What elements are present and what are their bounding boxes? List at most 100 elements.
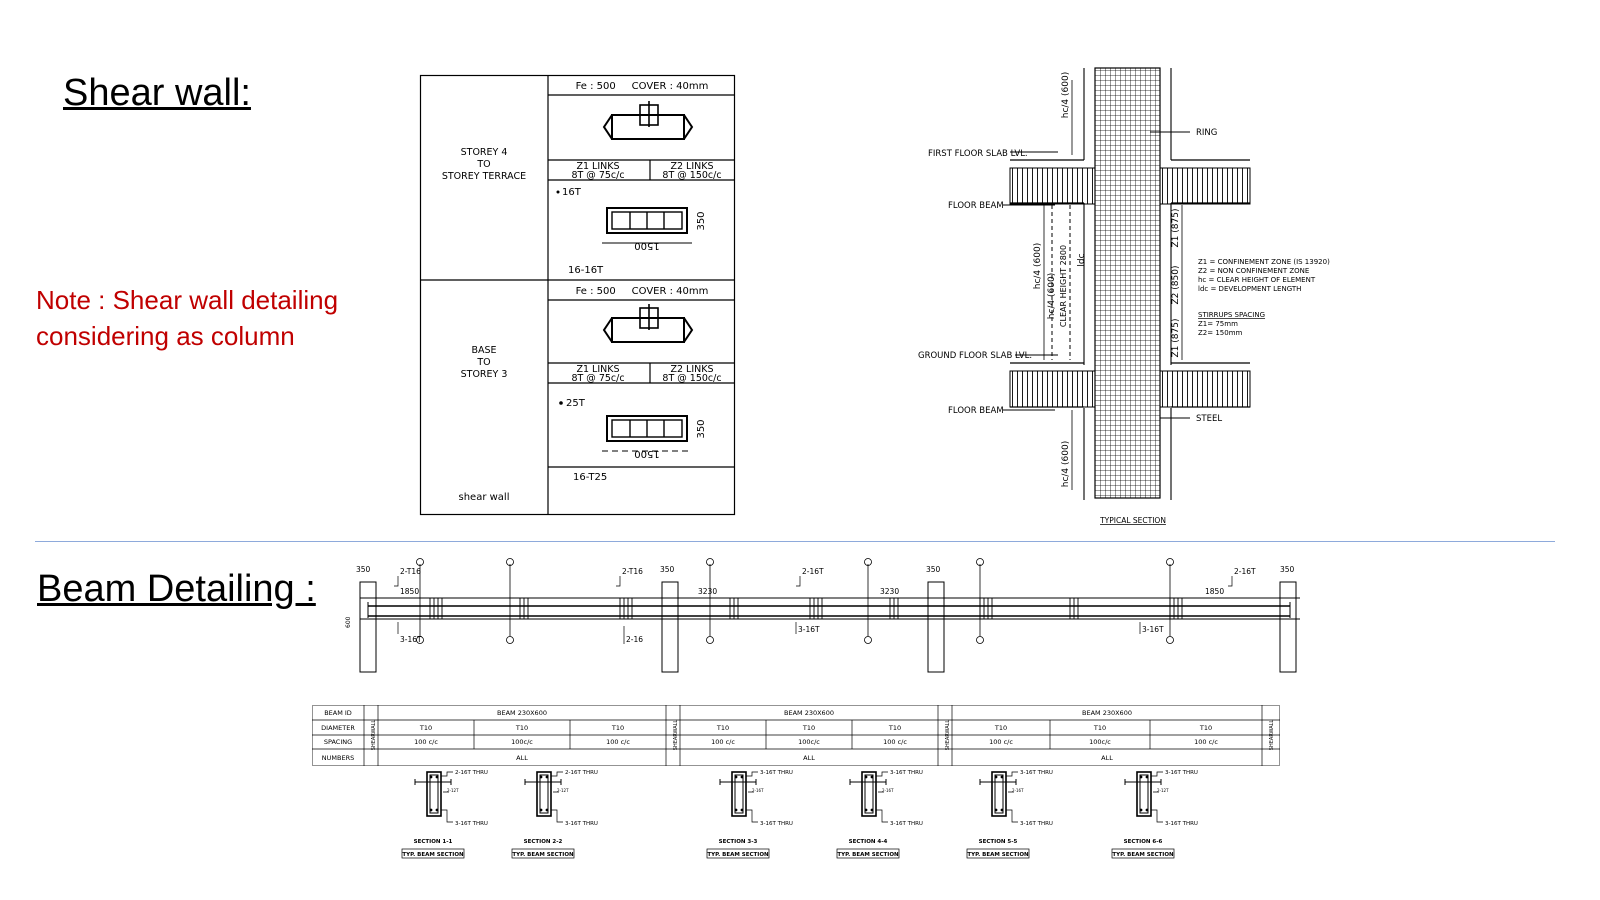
bar-dot-icon xyxy=(559,401,563,405)
rebar-dot-icon xyxy=(740,775,744,779)
ring-label: RING xyxy=(1196,128,1217,138)
shear-wall-title: Shear wall: xyxy=(63,72,251,114)
rebar-dot-icon xyxy=(545,775,549,779)
beam-supports xyxy=(359,581,1297,673)
support-label: SHEARWALL xyxy=(945,720,951,751)
bottom-bar-label: 2-16 xyxy=(626,635,643,644)
spacing: 100 c/c xyxy=(989,738,1013,746)
rebar-dot-icon xyxy=(539,808,543,812)
section-name: SECTION 3-3 xyxy=(719,839,758,845)
spacing: 100 c/c xyxy=(711,738,735,746)
section-side-bars: 2-12T xyxy=(447,788,459,793)
legend-line: ldc = DEVELOPMENT LENGTH xyxy=(1198,285,1301,293)
storey-line: TO xyxy=(476,357,490,368)
wall-row-lower: BASE TO STOREY 3 Fe : 500 COVER : 40mm Z… xyxy=(461,286,722,483)
dim-3230: 3230 xyxy=(880,587,899,596)
dim-350: 350 xyxy=(926,565,941,574)
stirrups-title: STIRRUPS SPACING xyxy=(1198,311,1265,319)
wall-depth-dim: 350 xyxy=(696,211,707,230)
diameter: T10 xyxy=(1199,724,1212,732)
stirrups-line: Z1= 75mm xyxy=(1198,320,1238,328)
zone-legend: Z1 = CONFINEMENT ZONE (IS 13920) Z2 = NO… xyxy=(1198,258,1330,337)
diameter: T10 xyxy=(515,724,528,732)
section-bottom-bars: 3-16T THRU xyxy=(1020,821,1053,827)
rebar-dot-icon xyxy=(1139,808,1143,812)
steel-cover-spec: Fe : 500 COVER : 40mm xyxy=(576,81,709,92)
storey-line: STOREY 4 xyxy=(461,147,508,158)
steel-label: STEEL xyxy=(1196,414,1222,424)
section-side-bars: 2-16T xyxy=(752,788,764,793)
first-floor-slab-label: FIRST FLOOR SLAB LVL. xyxy=(928,149,1028,159)
section-bottom-bars: 3-16T THRU xyxy=(455,821,488,827)
support-label: SHEARWALL xyxy=(673,720,679,751)
row-label: SPACING xyxy=(324,738,352,746)
storey-line: STOREY 3 xyxy=(461,369,508,380)
wall-table-footer: shear wall xyxy=(459,492,510,503)
column-cage xyxy=(1094,67,1161,499)
section-side-bars: 2-12T xyxy=(557,788,569,793)
section-top-bars: 2-16T THRU xyxy=(455,770,488,776)
dim-hc4-top: hc/4 (600) xyxy=(1061,72,1071,118)
rebar-dot-icon xyxy=(1145,775,1149,779)
dim-z1-bottom: Z1 (875) xyxy=(1171,319,1181,358)
rebar-dot-icon xyxy=(864,808,868,812)
section-bottom-bars: 3-16T THRU xyxy=(565,821,598,827)
legend-line: Z2 = NON CONFINEMENT ZONE xyxy=(1198,267,1309,275)
support-label: SHEARWALL xyxy=(1269,720,1275,751)
wall-bars: 16-16T xyxy=(568,265,604,276)
top-bar-label: 2-16T xyxy=(802,567,824,576)
support-label: SHEARWALL xyxy=(371,720,377,751)
rebar-dot-icon xyxy=(734,775,738,779)
z1-links-title: Z1 LINKS xyxy=(576,364,619,375)
beam-id: BEAM 230X600 xyxy=(1082,709,1132,717)
section-tag-box xyxy=(836,848,900,859)
rebar-dot-icon xyxy=(435,808,439,812)
ground-floor-slab-label: GROUND FLOOR SLAB LVL. xyxy=(918,351,1032,361)
section-tag-box xyxy=(966,848,1030,859)
z1-links-spacing: 8T @ 75c/c xyxy=(571,373,624,384)
section-side-bars: 2-16T xyxy=(882,788,894,793)
spacing: 100c/c xyxy=(511,738,533,746)
diameter: T10 xyxy=(888,724,901,732)
bar-dot-icon xyxy=(556,190,560,194)
section-top-bars: 3-16T THRU xyxy=(890,770,923,776)
storey-line: TO xyxy=(476,159,490,170)
floor-beam-label: FLOOR BEAM xyxy=(948,201,1004,211)
dim-hc4-lower: hc/4 (600) xyxy=(1047,273,1057,319)
dim-1850: 1850 xyxy=(1205,587,1224,596)
elevation-labels: 350 350 350 350 2-T16 2-T16 2-16T 2-16T … xyxy=(345,565,1295,644)
legend-line: hc = CLEAR HEIGHT OF ELEMENT xyxy=(1198,276,1316,284)
dim-350: 350 xyxy=(1280,565,1295,574)
rebar-dot-icon xyxy=(435,775,439,779)
section-bottom-bars: 3-16T THRU xyxy=(1165,821,1198,827)
beam-id: BEAM 230X600 xyxy=(784,709,834,717)
upper-floor-beams xyxy=(1009,159,1251,205)
section-tag-box xyxy=(511,848,575,859)
floor-beam-label: FLOOR BEAM xyxy=(948,406,1004,416)
stirrup-schedule-table: BEAM ID DIAMETER SPACING NUMBERS SHEARWA… xyxy=(312,705,1280,766)
wall-width-dim: 1500 xyxy=(634,240,659,251)
section-tag-box xyxy=(706,848,770,859)
diameter: T10 xyxy=(994,724,1007,732)
section-tag: TYP. BEAM SECTION xyxy=(1112,852,1174,858)
z2-links-title: Z2 LINKS xyxy=(670,364,713,375)
shear-wall-table: STOREY 4 TO STOREY TERRACE Fe : 500 COVE… xyxy=(419,74,736,516)
beam-sections: 2-16T THRU 3-16T THRU 2-12T SECTION 1-1TYP.… xyxy=(401,770,1198,859)
rebar-dot-icon xyxy=(539,775,543,779)
row-label: DIAMETER xyxy=(321,724,355,732)
link-shape-icon xyxy=(602,304,694,343)
dim-hc4-upper: hc/4 (600) xyxy=(1033,243,1043,289)
bar-callout: 25T xyxy=(566,398,586,409)
wall-width-dim: 1500 xyxy=(634,448,659,459)
typical-section-caption: TYPICAL SECTION xyxy=(1099,516,1166,525)
spacing: 100 c/c xyxy=(1194,738,1218,746)
wall-cross-section-icon xyxy=(602,415,692,452)
top-bar-label: 2-T16 xyxy=(622,567,643,576)
dim-clear-height: CLEAR HEIGHT 2800 xyxy=(1059,245,1068,327)
section-tag-box xyxy=(1111,848,1175,859)
z2-links-title: Z2 LINKS xyxy=(670,161,713,172)
section-name: SECTION 1-1 xyxy=(414,839,453,845)
grid-lines xyxy=(416,558,1174,644)
wall-row-upper: STOREY 4 TO STOREY TERRACE Fe : 500 COVE… xyxy=(442,81,722,276)
